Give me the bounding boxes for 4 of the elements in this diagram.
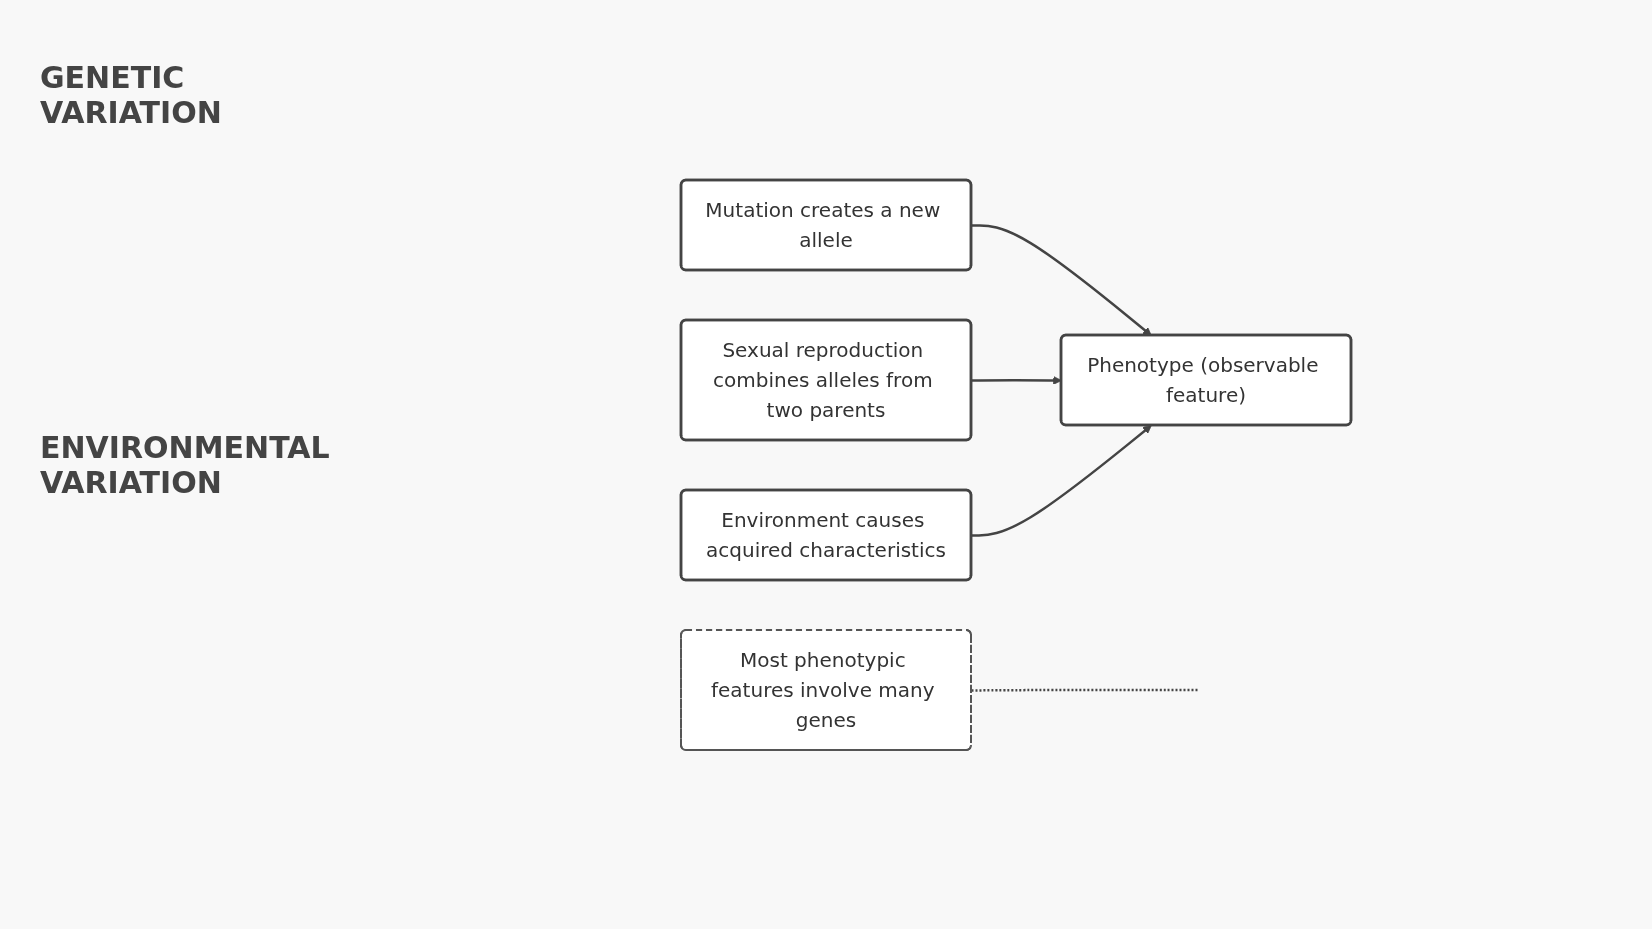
arrow <box>971 375 1062 385</box>
section-heading: GENETIC VARIATION <box>40 60 223 130</box>
section-heading: ENVIRONMENTAL VARIATION <box>40 430 331 500</box>
arrow <box>971 424 1152 537</box>
